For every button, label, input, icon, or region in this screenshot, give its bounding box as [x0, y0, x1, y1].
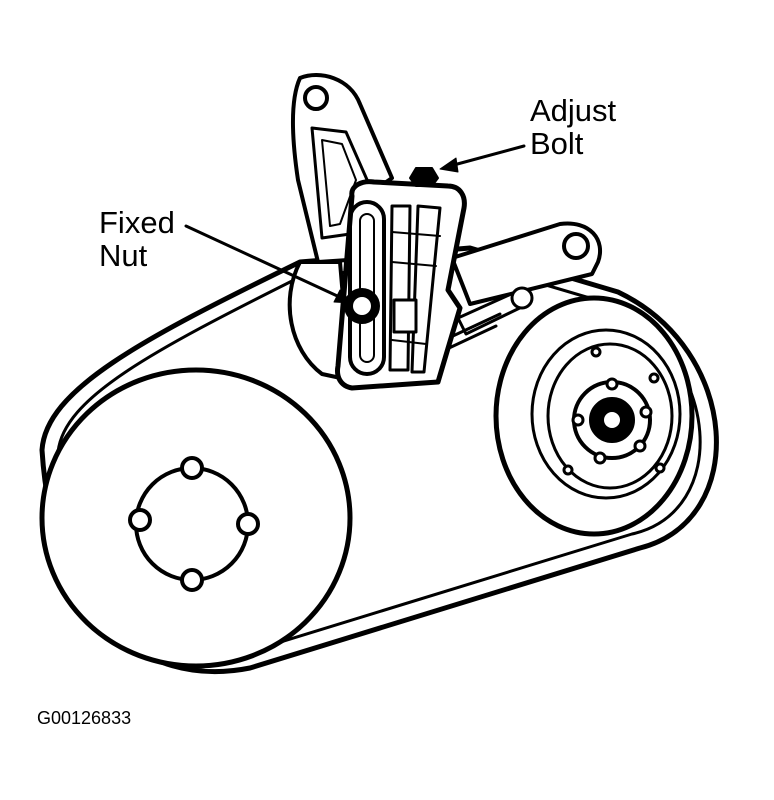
adjust-bolt-arrowhead: [439, 157, 459, 173]
crankshaft-pulley: [39, 367, 353, 669]
alternator-body: [287, 260, 352, 382]
adjust-bolt-callout: Adjust Bolt: [530, 94, 616, 160]
accessory-pulley: [493, 295, 695, 537]
fixed-nut-arrowhead: [333, 289, 353, 304]
fixed-nut: [344, 288, 380, 324]
adjust-bolt-callout-line-1: Adjust: [530, 93, 617, 128]
callout-leaders: [184, 144, 526, 304]
adjust-bolt-head: [409, 167, 439, 187]
fixed-nut-callout-line-1: Fixed: [99, 205, 175, 240]
pulley-bolt-hole: [180, 456, 204, 480]
mounting-bracket: [291, 73, 394, 264]
fixed-nut-callout: Fixed Nut: [99, 206, 175, 272]
fixed-nut-leader: [184, 224, 348, 302]
adjust-bolt-callout-line-2: Bolt: [530, 126, 584, 161]
pulley-bolt-hole: [180, 568, 204, 592]
adjust-bolt-leader: [448, 144, 526, 168]
adjuster-housing: [335, 179, 467, 391]
pulley-bolt-hole: [128, 508, 152, 532]
figure-code: G00126833: [37, 708, 132, 728]
pulley-bolt-hole: [236, 512, 260, 536]
fixed-nut-callout-line-2: Nut: [99, 238, 148, 273]
